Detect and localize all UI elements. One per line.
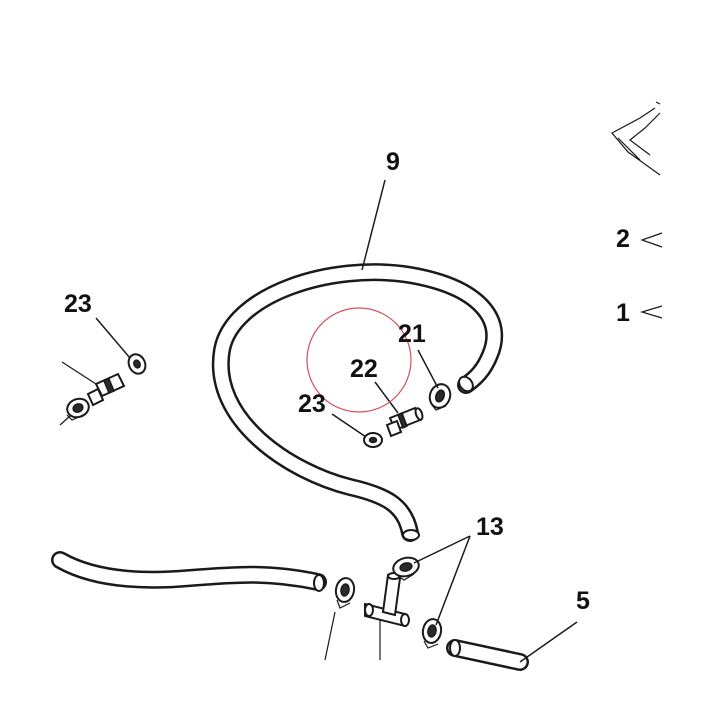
leader-23-left [95, 317, 131, 359]
callout-22: 22 [350, 355, 378, 383]
callout-1: 1 [616, 299, 630, 327]
lower-left-hose-end [313, 574, 325, 592]
clip-21[interactable] [426, 381, 453, 411]
hose-9-end [458, 375, 474, 393]
callout-9: 9 [386, 148, 400, 176]
callout-23-left: 23 [64, 290, 92, 318]
callout-21: 21 [398, 320, 426, 348]
pipe-5[interactable] [446, 639, 529, 671]
callout-13: 13 [476, 513, 504, 541]
clamp-13-left[interactable] [324, 577, 356, 661]
leader-23-center [331, 413, 367, 438]
pipe-5-end [449, 639, 461, 657]
edge-sketch-top-right [611, 101, 661, 176]
lower-left-hose[interactable] [51, 551, 327, 592]
clamp-13-top[interactable] [391, 555, 421, 581]
callout-2: 2 [616, 225, 630, 253]
fitting-22[interactable] [385, 406, 424, 438]
edge-arrow-1 [639, 305, 663, 319]
washer-23-center[interactable] [363, 432, 383, 448]
leader-13-b [435, 535, 471, 626]
highlight-circle [306, 307, 412, 413]
leader-21 [417, 349, 439, 389]
t-piece-connector[interactable] [364, 572, 410, 660]
washer-23-left[interactable] [126, 352, 149, 377]
leader-9 [361, 179, 386, 271]
hose-9-end-bottom [402, 529, 420, 541]
left-fitting[interactable] [61, 361, 126, 407]
callout-5: 5 [576, 587, 590, 615]
leader-lines [95, 179, 578, 663]
callout-23-center: 23 [298, 390, 326, 418]
clamp-13-right[interactable] [421, 618, 443, 649]
leader-5 [519, 621, 578, 663]
edge-arrow-2 [640, 232, 663, 248]
leader-13-a [413, 535, 471, 564]
hose-9[interactable] [211, 263, 504, 542]
leader-22 [374, 381, 399, 414]
left-clip[interactable] [59, 396, 91, 426]
